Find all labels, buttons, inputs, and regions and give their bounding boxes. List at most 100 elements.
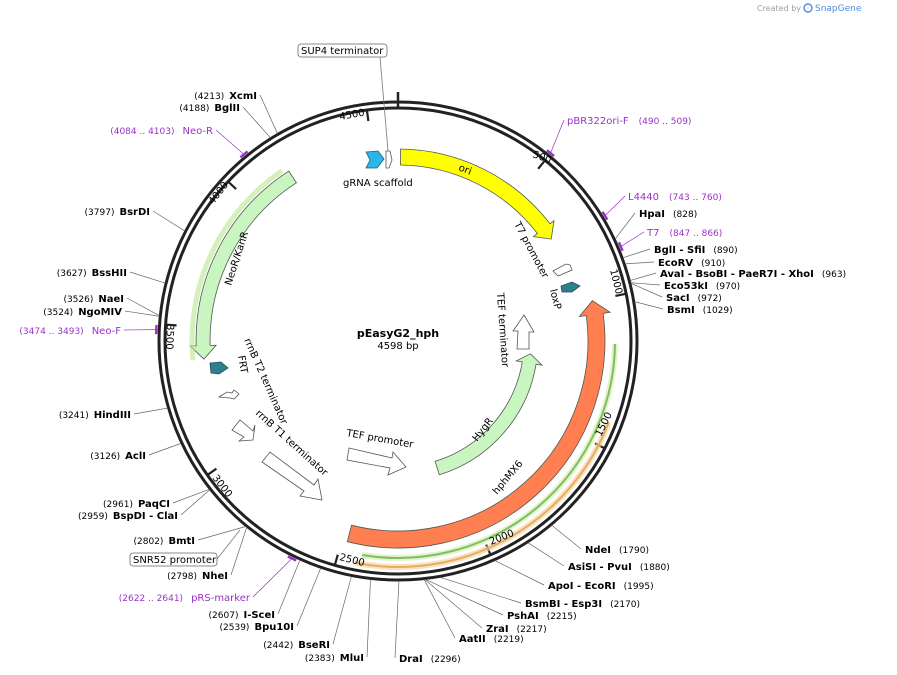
site-leader-aatii [423,579,456,639]
site-ndei[interactable]: NdeI(1790) [585,545,649,556]
site-name-aatii: AatII [459,634,486,645]
site-name-bspdi-clai: BspDI - ClaI [113,511,178,522]
loxp-arrow[interactable] [560,281,581,293]
site-i-scei[interactable]: I-SceI(2607) [209,610,275,621]
site-pos-zrai: (2217) [517,625,547,635]
tick-4500 [365,110,370,122]
site-apoi-ecori[interactable]: ApoI - EcoRI(1995) [548,581,654,592]
features [189,148,618,570]
site-xcmi[interactable]: XcmI(4213) [194,91,257,102]
site-naei[interactable]: NaeI (3526) [63,294,124,305]
frt-regulatory-arrow[interactable] [209,361,229,375]
primer-name-neo-f: Neo-F [92,326,122,337]
tick-1000 [615,292,626,298]
site-bpu10i[interactable]: Bpu10I(2539) [220,622,294,633]
site-name-bglii: BglII [214,103,240,114]
primer-prs-marker[interactable]: pRS-marker(2622 .. 2641) [119,593,251,604]
site-bseri[interactable]: BseRI(2442) [263,640,330,651]
rrnb-t1-terminator-arrow[interactable] [261,451,323,501]
site-hpai[interactable]: HpaI(828) [639,209,697,220]
snapgene-logo-icon [803,3,813,13]
site-name-bgli-sfii: BglI - SfiI [654,245,705,256]
site-ngomiv[interactable]: NgoMIV (3524) [43,307,122,318]
site-name-bpu10i: Bpu10I [254,622,294,633]
rrnb-t2-terminator-arrow[interactable] [231,419,256,442]
site-leader-zrai [424,579,483,629]
site-paqci[interactable]: PaqCI(2961) [103,499,170,510]
sup4-terminator-box [297,43,388,58]
site-mlui[interactable]: MluI(2383) [305,653,364,664]
site-zrai[interactable]: ZraI(2217) [486,624,547,635]
site-bsshii[interactable]: BssHII(3627) [57,268,127,279]
site-bsrdi[interactable]: BsrDI(3797) [85,207,150,218]
credit-brand: SnapGene [815,4,862,14]
site-bspdi-clai[interactable]: BspDI - ClaI (2959) [78,511,178,522]
primer-mark-t7 [617,241,624,252]
primer-pbr322ori-f[interactable]: pBR322ori-F(490 .. 509) [567,116,691,127]
primer-neo-r[interactable]: Neo-R(4084 .. 4103) [110,126,213,137]
site-bmti[interactable]: BmtI(2802) [134,536,195,547]
site-leader-naei [126,297,160,316]
site-pos-eco53ki: (970) [716,282,740,292]
primer-l4440[interactable]: L4440(743 .. 760) [628,192,722,203]
primer-leader-prs-marker [252,558,293,598]
site-leader-avai-bsobi-paer7i-xhoi [630,272,657,281]
site-drai[interactable]: DraI(2296) [399,654,461,665]
site-ecorv[interactable]: EcoRV(910) [658,258,725,269]
site-nhei[interactable]: NheI(2798) [167,571,228,582]
site-saci[interactable]: SacI(972) [666,293,722,304]
site-name-drai: DraI [399,654,423,665]
site-aatii[interactable]: AatII(2219) [459,634,524,645]
site-leader-apoi-ecori [494,560,545,586]
feature-label-loxp: loxP [547,288,563,311]
site-bglii[interactable]: BglII (4188) [179,103,240,114]
site-pos-bglii: (4188) [179,104,209,114]
site-name-ecorv: EcoRV [658,258,693,269]
site-eco53ki[interactable]: Eco53kI(970) [664,281,740,292]
primer-pos-neo-f: (3474 .. 3493) [19,327,83,337]
site-leader-bgli-sfii [622,248,651,258]
sup4-terminator-leader [379,56,389,152]
site-acli[interactable]: AclI(3126) [90,451,146,462]
site-bsmbi-esp3i[interactable]: BsmBI - Esp3I(2170) [525,599,640,610]
site-pshai[interactable]: PshAI(2215) [507,611,577,622]
site-name-bsmi: BsmI [667,305,695,316]
feature-label-frt: FRT [235,355,249,376]
hygr-arrow[interactable] [434,353,544,476]
t7-promoter-arrow[interactable] [552,263,573,277]
primer-t7[interactable]: T7(847 .. 866) [646,228,722,239]
site-asisi-pvui[interactable]: AsiSI - PvuI(1880) [568,562,670,573]
site-pos-naei: (3526) [63,295,93,305]
grna-scaffold-arrow[interactable] [365,150,385,169]
plasmid-size: 4598 bp [377,341,418,352]
tef-promoter-arrow[interactable] [346,447,407,476]
neor-kanr-arrow[interactable] [189,170,297,360]
frt-arrow[interactable] [217,389,240,400]
site-pos-xcmi: (4213) [194,92,224,102]
site-name-ngomiv: NgoMIV [78,307,122,318]
site-name-naei: NaeI [98,294,124,305]
site-leader-asisi-pvui [527,542,565,567]
tef-terminator-arrow[interactable] [512,314,535,350]
site-pos-ngomiv: (3524) [43,308,73,318]
site-leader-bspdi-clai [180,489,210,516]
boxed-feature-snr52-promoter[interactable]: SNR52 promoter [129,529,241,567]
sup4-terminator-arrow[interactable] [385,150,393,169]
site-pos-mlui: (2383) [305,654,335,664]
site-hindiii[interactable]: HindIII(3241) [59,410,131,421]
primer-mark-pbr322ori-f [546,149,555,157]
hphmx6-arrow[interactable] [346,300,612,549]
site-bgli-sfii[interactable]: BglI - SfiI(890) [654,245,738,256]
site-bsmi[interactable]: BsmI(1029) [667,305,733,316]
site-name-hindiii: HindIII [94,410,131,421]
boxed-feature-sup4-terminator[interactable]: SUP4 terminator [297,43,389,152]
ori-arrow[interactable] [399,148,555,240]
site-name-apoi-ecori: ApoI - EcoRI [548,581,616,592]
site-leader-mlui [366,579,371,658]
site-pos-bsshii: (3627) [57,269,87,279]
tick-3500 [166,323,177,327]
site-leaders [124,94,664,659]
site-avai-bsobi-paer7i-xhoi[interactable]: AvaI - BsoBI - PaeR7I - XhoI(963) [660,269,846,280]
site-pos-bspdi-clai: (2959) [78,512,108,522]
primer-neo-f[interactable]: Neo-F (3474 .. 3493) [19,326,121,337]
